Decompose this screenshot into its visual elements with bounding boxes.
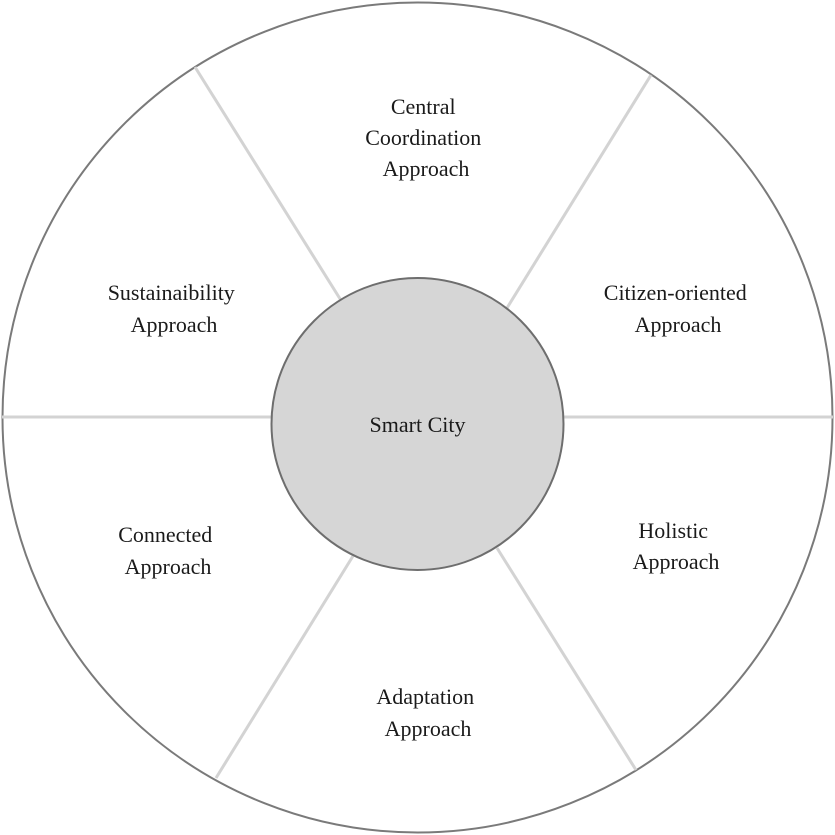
divider-top-right [505, 74, 653, 309]
segment-central-coordination: Central Coordination Approach [365, 94, 487, 181]
segment-connected-line-1: Connected [118, 522, 212, 547]
segment-adaptation: Adaptation Approach [376, 684, 479, 741]
segment-central-line-2: Coordination [365, 125, 481, 150]
divider-top-left [193, 66, 344, 303]
divider-bottom-left [214, 555, 355, 779]
divider-bottom-right [495, 547, 638, 771]
segment-holistic: Holistic Approach [633, 518, 720, 574]
segment-central-line-3: Approach [383, 156, 470, 181]
segment-citizen-oriented: Citizen-oriented Approach [604, 280, 752, 337]
segment-sustainability: Sustainaibility Approach [108, 280, 241, 337]
hub-label: Smart City [370, 412, 466, 437]
segment-connected: Connected Approach [118, 522, 218, 579]
segment-citizen-line-1: Citizen-oriented [604, 280, 747, 305]
segment-sustainability-line-1: Sustainaibility [108, 280, 235, 305]
segment-holistic-line-2: Approach [633, 549, 720, 574]
segment-adaptation-line-2: Approach [385, 716, 472, 741]
segment-holistic-line-1: Holistic [638, 518, 708, 543]
segment-adaptation-line-1: Adaptation [376, 684, 474, 709]
segment-central-line-1: Central [391, 94, 456, 119]
smart-city-hub [270, 277, 565, 571]
segment-citizen-line-2: Approach [635, 312, 722, 337]
segment-sustainability-line-2: Approach [131, 312, 218, 337]
segment-connected-line-2: Approach [125, 554, 212, 579]
segment-dividers [2, 66, 833, 779]
